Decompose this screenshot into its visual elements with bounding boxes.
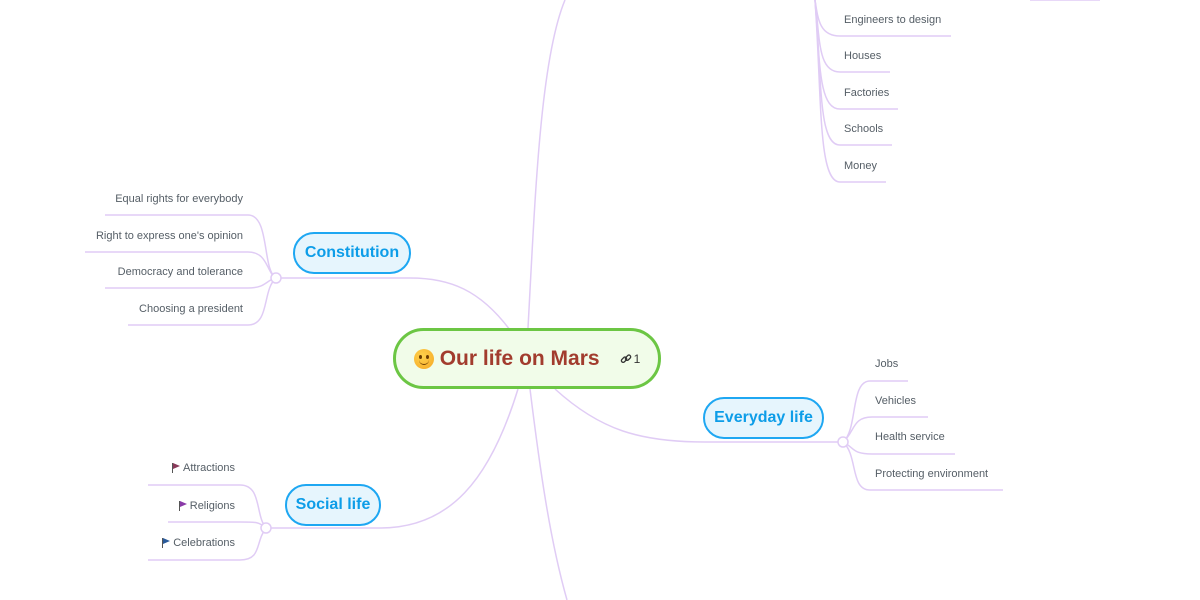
link-badge[interactable]: 1 (620, 351, 641, 366)
leaf-choosing-president[interactable]: Choosing a president (139, 303, 243, 315)
leaf-attractions[interactable]: Attractions (171, 462, 235, 474)
flag-icon (171, 463, 181, 473)
leaf-equal-rights[interactable]: Equal rights for everybody (115, 193, 243, 205)
link-count: 1 (633, 351, 641, 366)
leaf-religions[interactable]: Religions (178, 500, 235, 512)
flag-icon (161, 538, 171, 548)
link-icon (620, 353, 631, 363)
leaf-right-to-express[interactable]: Right to express one's opinion (95, 230, 243, 242)
leaf-factories[interactable]: Factories (844, 87, 890, 99)
branch-everyday-life[interactable]: Everyday life (703, 397, 824, 439)
leaf-protecting-environment[interactable]: Protecting environment (875, 468, 989, 480)
leaf-jobs[interactable]: Jobs (875, 358, 899, 370)
leaf-money[interactable]: Money (844, 160, 878, 172)
leaf-schools[interactable]: Schools (844, 123, 884, 135)
leaf-engineers[interactable]: Engineers to design (844, 14, 942, 26)
flag-icon (178, 501, 187, 511)
leaf-health-service[interactable]: Health service (875, 431, 945, 443)
leaf-democracy[interactable]: Democracy and tolerance (117, 266, 243, 278)
root-node[interactable]: Our life on Mars 1 (393, 328, 661, 389)
branch-constitution[interactable]: Constitution (293, 232, 411, 274)
branch-social-life[interactable]: Social life (285, 484, 381, 526)
leaf-celebrations[interactable]: Celebrations (161, 537, 235, 549)
leaf-vehicles[interactable]: Vehicles (875, 395, 916, 407)
smiley-icon (413, 348, 434, 369)
leaf-houses[interactable]: Houses (844, 50, 882, 62)
root-title: Our life on Mars (439, 346, 600, 370)
